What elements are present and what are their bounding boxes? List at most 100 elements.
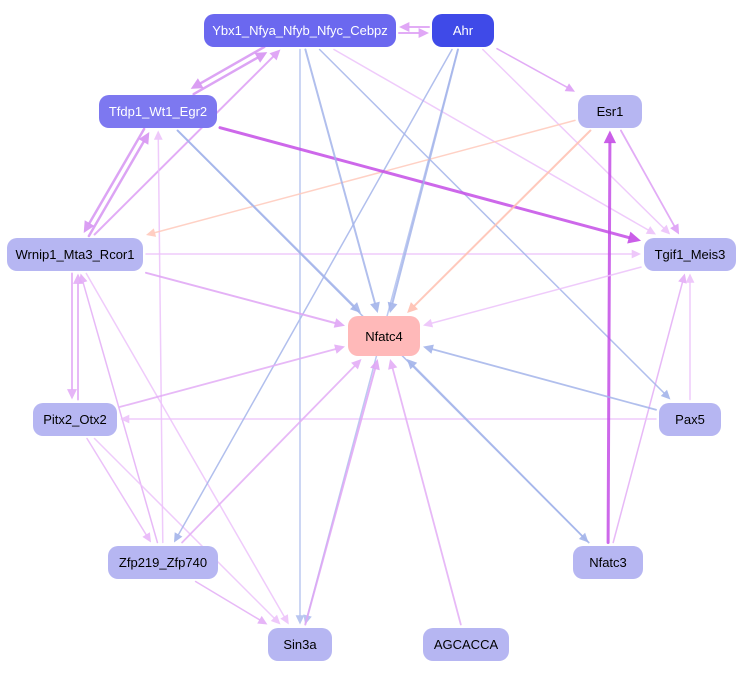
edge-zfp219-tfdp1 (153, 130, 164, 544)
arrowhead (660, 389, 671, 400)
arrowhead (418, 28, 429, 38)
arrowhead (270, 614, 281, 625)
edge-esr1-wrnip1 (146, 119, 576, 237)
arrowhead (399, 22, 410, 32)
edge-ybx1-tgif1 (333, 48, 656, 235)
edge-ahr-nfatc4 (387, 48, 459, 313)
edge-wrnip1-ybx1 (93, 49, 281, 236)
edge-esr1-tgif1 (620, 129, 680, 235)
node-sin3a[interactable]: Sin3a (268, 627, 332, 661)
node-ybx1[interactable]: Ybx1_Nfya_Nfyb_Nfyc_Cebpz (204, 13, 396, 47)
arrowhead (295, 615, 305, 625)
node-pitx2[interactable]: Pitx2_Otx2 (33, 402, 117, 436)
arrowhead (660, 224, 671, 235)
edge-pitx2-sin3a (93, 437, 281, 625)
arrowhead (670, 223, 680, 235)
node-label: Ybx1_Nfya_Nfyb_Nfyc_Cebpz (212, 22, 388, 38)
arrowhead (257, 615, 268, 625)
arrowhead (423, 344, 434, 354)
edge-agcacca-nfatc4 (388, 359, 462, 626)
edge-pitx2-wrnip1 (73, 273, 83, 401)
arrowhead (83, 220, 95, 233)
edge-wrnip1-nfatc4 (145, 271, 345, 328)
arrowhead (153, 130, 163, 140)
edge-esr1-nfatc4 (407, 129, 592, 313)
edge-wrnip1-sin3a (85, 272, 289, 625)
edge-tfdp1-wrnip1 (83, 127, 146, 233)
edge-wrnip1-tgif1 (145, 249, 641, 259)
arrowhead (631, 249, 641, 259)
arrowhead (190, 78, 204, 89)
node-label: Sin3a (283, 636, 317, 652)
arrowhead (350, 302, 361, 313)
arrowhead (407, 302, 418, 313)
arrowhead (423, 318, 434, 328)
arrowhead (138, 132, 150, 145)
edge-nfatc3-esr1 (603, 130, 617, 544)
arrowhead (370, 359, 380, 371)
node-tfdp1[interactable]: Tfdp1_Wt1_Egr2 (99, 94, 217, 128)
edge-sin3a-nfatc4 (304, 359, 380, 626)
node-esr1[interactable]: Esr1 (578, 94, 642, 128)
arrowhead (280, 614, 289, 625)
edge-zfp219-wrnip1 (78, 273, 159, 544)
edge-ahr-esr1 (496, 47, 575, 92)
edge-tfdp1-nfatc4 (176, 129, 361, 313)
node-tgif1[interactable]: Tgif1_Meis3 (644, 237, 736, 271)
arrowhead (146, 228, 157, 237)
node-pax5[interactable]: Pax5 (659, 402, 721, 436)
node-label: Tfdp1_Wt1_Egr2 (108, 103, 208, 119)
edge-wrnip1-tfdp1 (87, 132, 150, 238)
edge-ybx1-pax5 (318, 48, 671, 400)
arrowhead (627, 231, 641, 244)
edge-tgif1-nfatc4 (423, 266, 642, 328)
arrowhead (564, 83, 575, 92)
arrowhead (78, 273, 88, 284)
arrowhead (685, 273, 695, 283)
arrowhead (269, 49, 281, 61)
arrowhead (120, 414, 130, 424)
edge-pax5-pitx2 (120, 414, 657, 424)
edge-zfp219-sin3a (194, 580, 268, 625)
arrowhead (142, 532, 151, 543)
arrowhead (351, 359, 362, 370)
node-label: Ahr (452, 22, 474, 38)
node-label: Pax5 (675, 411, 705, 427)
edge-ahr-zfp219 (174, 48, 453, 543)
node-label: Wrnip1_Mta3_Rcor1 (15, 246, 135, 262)
edge-pax5-nfatc4 (423, 344, 657, 411)
edge-ybx1-nfatc4 (304, 48, 380, 313)
arrowhead (678, 273, 687, 284)
arrowhead (333, 318, 345, 328)
edge-ybx1-tfdp1 (190, 45, 266, 89)
node-label: AGCACCA (433, 636, 499, 652)
edge-ybx1-sin3a (295, 48, 305, 625)
node-zfp219[interactable]: Zfp219_Zfp740 (108, 545, 218, 579)
node-label: Tgif1_Meis3 (654, 246, 726, 262)
arrowhead (254, 52, 268, 63)
edge-ahr-tgif1 (482, 48, 671, 235)
edge-zfp219-nfatc4 (181, 359, 362, 544)
edge-nfatc3-nfatc4 (406, 359, 590, 544)
arrowhead (406, 359, 418, 370)
node-nfatc4[interactable]: Nfatc4 (348, 316, 420, 356)
node-ahr[interactable]: Ahr (432, 13, 494, 47)
node-nfatc3[interactable]: Nfatc3 (573, 545, 643, 579)
arrowhead (388, 359, 398, 370)
arrowhead (387, 301, 398, 313)
arrowhead (370, 301, 380, 313)
arrowhead (174, 532, 183, 543)
edge-tfdp1-tgif1 (218, 126, 641, 244)
node-label: Zfp219_Zfp740 (118, 554, 208, 570)
node-wrnip1[interactable]: Wrnip1_Mta3_Rcor1 (7, 237, 143, 271)
node-label: Nfatc3 (589, 554, 627, 570)
edge-wrnip1-pitx2 (67, 272, 77, 400)
edge-ahr-ybx1 (399, 22, 430, 32)
arrowhead (334, 344, 345, 354)
node-label: Esr1 (596, 103, 624, 119)
node-agcacca[interactable]: AGCACCA (423, 627, 509, 661)
arrowhead (603, 130, 617, 144)
edge-pitx2-zfp219 (86, 437, 151, 543)
